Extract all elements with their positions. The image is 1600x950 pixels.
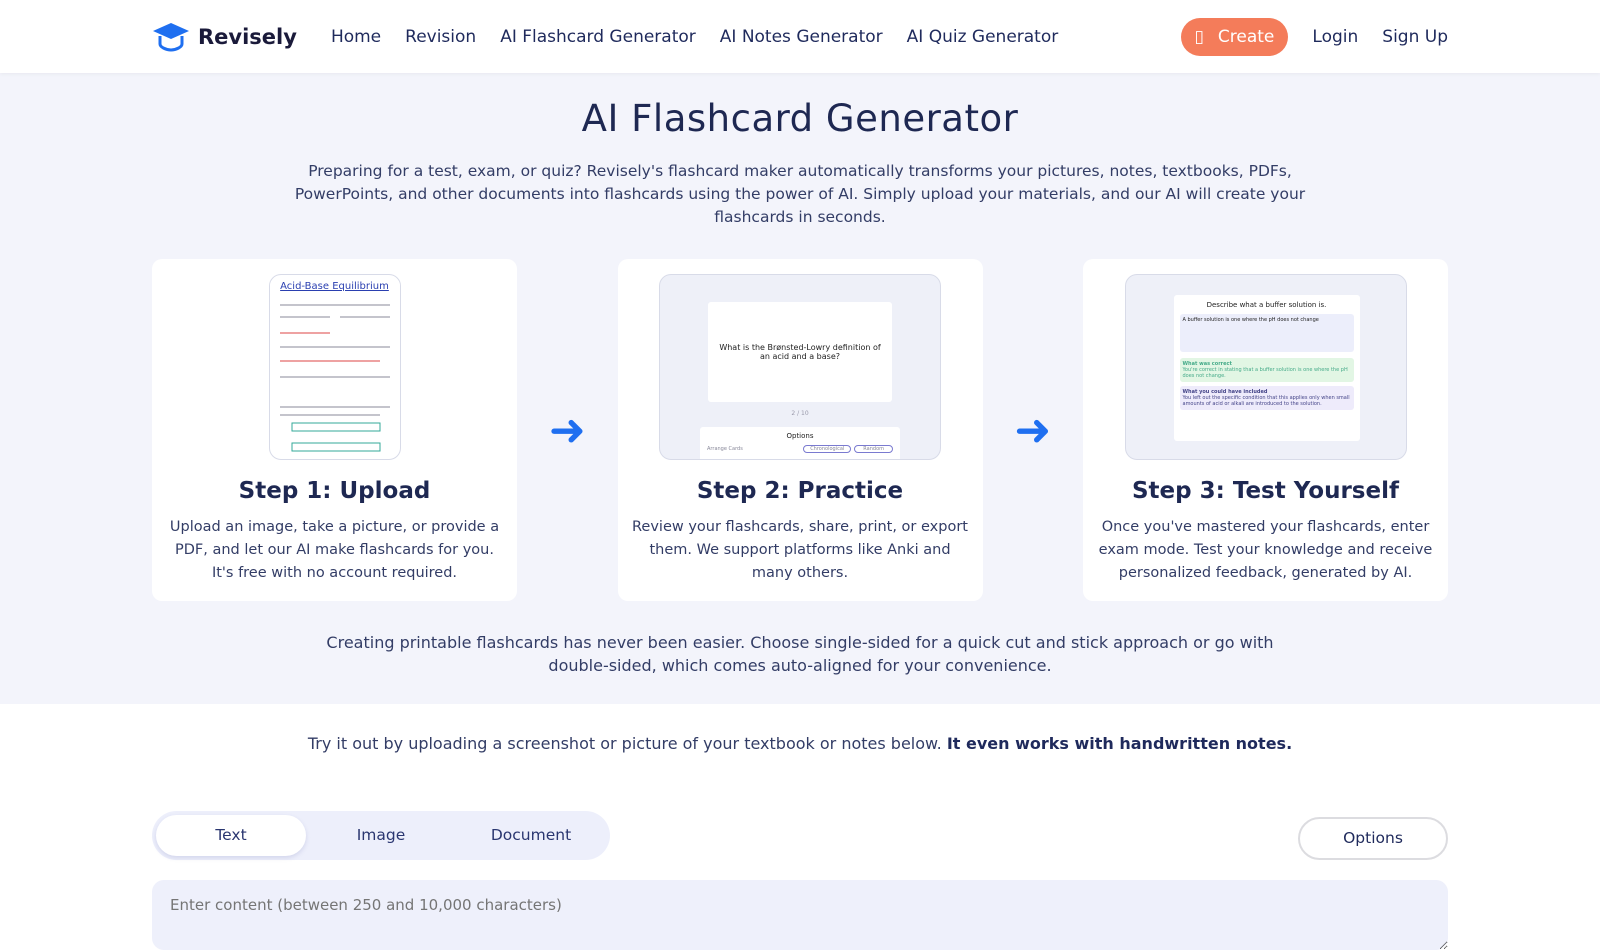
step-text: Once you've mastered your flashcards, en… bbox=[1098, 519, 1433, 581]
thumb-arrange: Arrange Cards bbox=[707, 446, 743, 452]
thumb-question: Describe what a buffer solution is. bbox=[1206, 301, 1327, 309]
create-label: Create bbox=[1217, 26, 1275, 47]
step-title: Step 2: Practice bbox=[696, 478, 904, 504]
thumb-options: Options bbox=[786, 432, 814, 440]
try-prompt-text: Try it out by uploading a screenshot or … bbox=[307, 734, 942, 753]
tab-image[interactable]: Image bbox=[356, 826, 406, 844]
step-text: Upload an image, take a picture, or prov… bbox=[169, 519, 500, 581]
thumb-question: What is the Brønsted-Lowry definition of… bbox=[708, 302, 892, 402]
intro-text: Preparing for a test, exam, or quiz? Rev… bbox=[294, 162, 1306, 226]
step-title: Step 3: Test Yourself bbox=[1131, 478, 1399, 504]
flashcard-preview-image: What is the Brønsted-Lowry definition of… bbox=[659, 274, 941, 460]
nav-revision[interactable]: Revision bbox=[405, 26, 477, 47]
handwritten-notes-image: Acid-Base Equilibrium bbox=[268, 274, 401, 460]
input-type-tabs: Text Image Document bbox=[152, 811, 610, 860]
graduation-cap-icon bbox=[153, 22, 189, 52]
arrow-right-icon: ➜ bbox=[548, 404, 586, 456]
create-button[interactable]: ▯ Create bbox=[1180, 17, 1289, 56]
nav-ai-quiz-generator[interactable]: AI Quiz Generator bbox=[906, 26, 1059, 47]
nav-home[interactable]: Home bbox=[330, 26, 382, 47]
brand-logo[interactable]: Revisely bbox=[152, 21, 297, 53]
page-title: AI Flashcard Generator bbox=[581, 97, 1019, 140]
step-card-test: Describe what a buffer solution is. A bu… bbox=[1083, 259, 1448, 601]
outro-text: Creating printable flashcards has never … bbox=[326, 633, 1274, 675]
hero-section: AI Flashcard Generator Preparing for a t… bbox=[0, 73, 1600, 704]
nav-ai-notes-generator[interactable]: AI Notes Generator bbox=[719, 26, 883, 47]
step-card-practice: What is the Brønsted-Lowry definition of… bbox=[617, 259, 983, 601]
top-nav: Revisely Home Revision AI Flashcard Gene… bbox=[0, 0, 1600, 73]
signup-link[interactable]: Sign Up bbox=[1382, 26, 1448, 47]
thumb-missing-title: What you could have included bbox=[1182, 389, 1268, 395]
thumb-random: Random bbox=[854, 445, 893, 453]
login-link[interactable]: Login bbox=[1312, 26, 1359, 47]
tab-text[interactable]: Text bbox=[156, 815, 306, 856]
arrow-right-icon: ➜ bbox=[1014, 404, 1052, 456]
thumb-missing: You left out the specific condition that… bbox=[1182, 395, 1350, 407]
tab-document[interactable]: Document bbox=[490, 826, 572, 844]
plus-icon: ▯ bbox=[1194, 26, 1204, 47]
thumb-title: Acid-Base Equilibrium bbox=[269, 281, 400, 292]
thumb-correct: You're correct in stating that a buffer … bbox=[1182, 367, 1348, 379]
tool-section: Try it out by uploading a screenshot or … bbox=[0, 734, 1600, 950]
thumb-chrono: Chronological bbox=[803, 445, 852, 453]
try-prompt: Try it out by uploading a screenshot or … bbox=[152, 734, 1448, 753]
try-prompt-bold: It even works with handwritten notes. bbox=[946, 734, 1293, 753]
thumb-counter: 2 / 10 bbox=[791, 410, 809, 417]
step-card-upload: Acid-Base Equilibrium Step 1: Upload Upl… bbox=[152, 259, 517, 601]
thumb-answer: A buffer solution is one where the pH do… bbox=[1179, 314, 1354, 352]
exam-preview-image: Describe what a buffer solution is. A bu… bbox=[1124, 274, 1407, 460]
step-title: Step 1: Upload bbox=[238, 478, 431, 504]
brand-name: Revisely bbox=[198, 24, 297, 49]
thumb-correct-title: What was correct bbox=[1182, 361, 1232, 367]
options-button[interactable]: Options bbox=[1298, 817, 1448, 860]
nav-ai-flashcard-generator[interactable]: AI Flashcard Generator bbox=[500, 26, 696, 47]
step-text: Review your flashcards, share, print, or… bbox=[632, 519, 968, 581]
content-input[interactable] bbox=[152, 880, 1448, 950]
notes-scribble bbox=[279, 304, 390, 452]
